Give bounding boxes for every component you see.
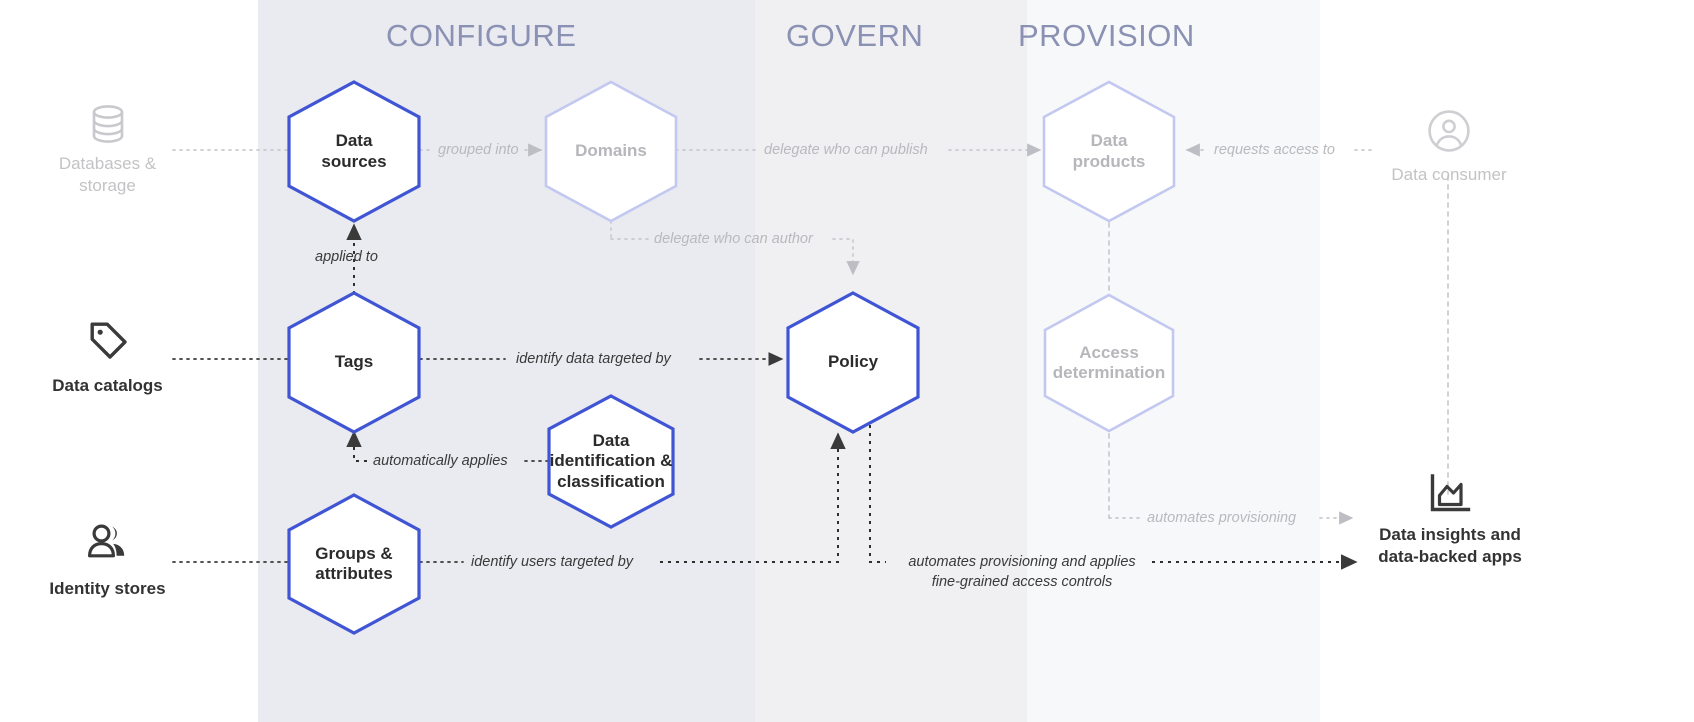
- node-domains[interactable]: Domains: [546, 82, 676, 221]
- hex-shape-tags: [287, 291, 421, 434]
- tag-icon: [88, 320, 130, 369]
- hex-shape-data-identification: [547, 394, 675, 529]
- node-label-policy: Policy: [827, 352, 879, 372]
- wire-delegate-author-right: [832, 238, 860, 276]
- side-label-identity-stores: Identity stores: [49, 579, 166, 598]
- node-tags[interactable]: Tags: [289, 293, 419, 432]
- hex-shape-policy: [786, 291, 920, 434]
- people-group-icon: [86, 522, 134, 571]
- hex-shape-data-products: [1042, 80, 1176, 223]
- edge-label-identify-data: identify data targeted by: [516, 351, 671, 367]
- column-title-configure: CONFIGURE: [386, 18, 577, 53]
- wire-policy-down: [869, 425, 886, 563]
- node-label-tags: Tags: [334, 352, 374, 372]
- column-title-provision: PROVISION: [1018, 18, 1195, 53]
- side-label-data-catalogs: Data catalogs: [52, 376, 163, 395]
- node-policy[interactable]: Policy: [788, 293, 918, 432]
- edge-label-delegate-author: delegate who can author: [654, 231, 813, 247]
- database-icon: [85, 99, 131, 154]
- node-label-groups-attributes: Groups &attributes: [315, 543, 393, 583]
- wire-automatically-applies-arrow: [346, 430, 367, 462]
- column-title-govern: GOVERN: [786, 18, 924, 53]
- hex-shape-access-determination: [1043, 293, 1175, 433]
- hex-shape-groups-attributes: [287, 493, 421, 635]
- edge-label-automatically-applies: automatically applies: [373, 453, 508, 469]
- node-label-domains: Domains: [575, 141, 647, 161]
- node-groups-attributes[interactable]: Groups &attributes: [289, 495, 419, 633]
- edge-label-automates-provisioning: automates provisioning: [1147, 510, 1297, 526]
- edge-label-requests-access: requests access to: [1214, 142, 1335, 158]
- edge-label-applied-to: applied to: [315, 249, 378, 265]
- edge-label-grouped-into: grouped into: [438, 142, 519, 158]
- wire-identify-users-to-policy: [660, 432, 846, 563]
- side-label-databases-storage: Databases &storage: [58, 154, 157, 195]
- side-label-data-consumer: Data consumer: [1391, 165, 1507, 184]
- hex-shape-data-sources: [287, 80, 421, 223]
- hex-shape-domains: [544, 80, 678, 223]
- account-circle-icon: [1427, 109, 1471, 158]
- edge-label-identify-users: identify users targeted by: [471, 554, 634, 570]
- area-chart-icon: [1427, 473, 1473, 520]
- edge-label-delegate-publish: delegate who can publish: [764, 142, 928, 158]
